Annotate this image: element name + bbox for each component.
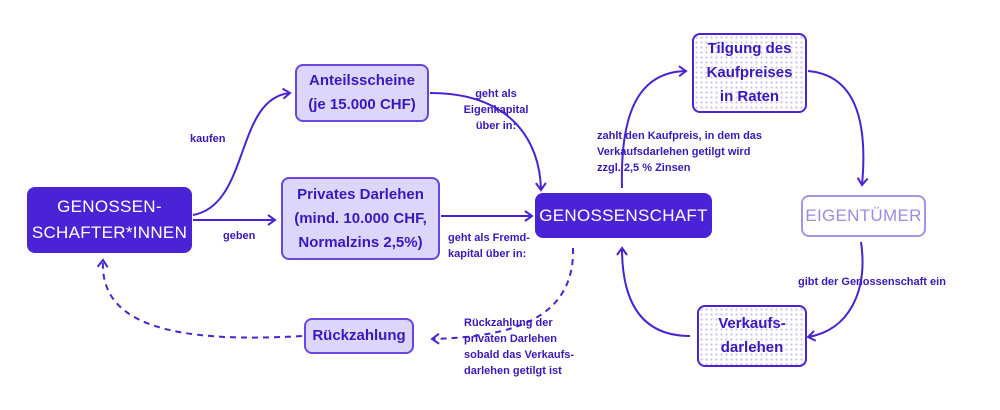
node-genossenschaft: GENOSSENSCHAFT: [535, 193, 712, 238]
node-anteilsscheine: Anteilsscheine (je 15.000 CHF): [295, 64, 429, 122]
arrow-eigentuemer-verkaufsdarlehen: [806, 241, 864, 342]
label-geben: geben: [223, 230, 256, 242]
node-eigentuemer: EIGENTÜMER: [801, 195, 926, 237]
label-rueckzahlung-darlehen: Rückzahlung der privaten Darlehen sobald…: [464, 317, 575, 377]
arrow-tilgung-eigentuemer: [807, 70, 869, 187]
label-kaufpreis-zahlung: zahlt den Kaufpreis, in dem das Verkaufs…: [597, 130, 763, 174]
arrow-rueckzahlung-genossenschafter: [96, 258, 303, 339]
label-fremdkapital: geht als Fremd- kapital über in:: [448, 232, 530, 260]
node-rueckzahlung: Rückzahlung: [304, 318, 414, 354]
node-tilgung-des-kaufpreises: Tilgung des Kaufpreises in Raten: [692, 33, 807, 113]
node-privates-darlehen: Privates Darlehen (mind. 10.000 CHF, Nor…: [281, 177, 440, 260]
arrow-verkaufsdarlehen-genossenschaft: [616, 246, 691, 337]
arrow-anteilsscheine-genossenschaft: [429, 92, 547, 192]
node-verkaufsdarlehen: Verkaufs- darlehen: [697, 305, 807, 367]
label-eigenkapital: geht als Eigenkapital über in:: [463, 88, 529, 132]
arrow-genossenschaft-tilgung: [620, 65, 688, 189]
label-gibt-verkaufsdarlehen: gibt der Genossenschaft ein: [798, 276, 946, 288]
arrow-genossenschaft-rueckzahlung: [430, 247, 575, 345]
label-kaufen: kaufen: [190, 133, 226, 145]
arrow-kaufen: [192, 87, 292, 216]
node-genossenschafter-innen: GENOSSEN- SCHAFTER*INNEN: [27, 187, 192, 253]
